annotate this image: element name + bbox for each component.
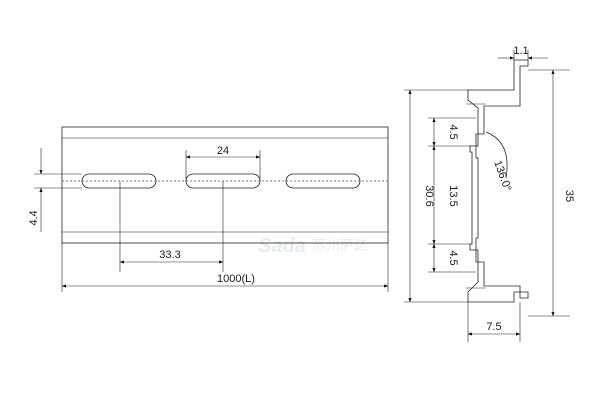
dim-bend-angle-label: 136.0° (491, 159, 513, 193)
dim-slot-pitch-label: 33.3 (159, 249, 180, 261)
dim-inner-height-label: 30.6 (423, 185, 435, 206)
watermark-chinese: 苏州萨达 (312, 237, 368, 253)
dim-middle-web-label: 13.5 (447, 185, 459, 206)
dim-slot-length-label: 24 (217, 145, 229, 157)
dim-slot-width-label: 4.4 (28, 210, 40, 225)
watermark-brand: Sada (258, 235, 306, 257)
profile-view: 136.0° 1.1 35 30.6 4.5 13.5 4.5 7.5 (404, 45, 575, 342)
dim-bottom-width-label: 7.5 (486, 321, 501, 333)
slot-left (81, 173, 157, 189)
dim-upper-flange-label: 4.5 (447, 124, 459, 139)
dim-lip-label: 1.1 (513, 45, 528, 57)
watermark: Sada 苏州萨达 (258, 235, 368, 257)
dim-rail-length-label: 1000(L) (217, 273, 255, 285)
angle-arc (485, 131, 508, 179)
dim-overall-height-label: 35 (563, 190, 575, 202)
front-view: 24 33.3 1000(L) 4.4 (28, 126, 389, 292)
rail-outline (61, 126, 389, 244)
slot-right (285, 173, 361, 189)
dim-lower-flange-label: 4.5 (447, 250, 459, 265)
